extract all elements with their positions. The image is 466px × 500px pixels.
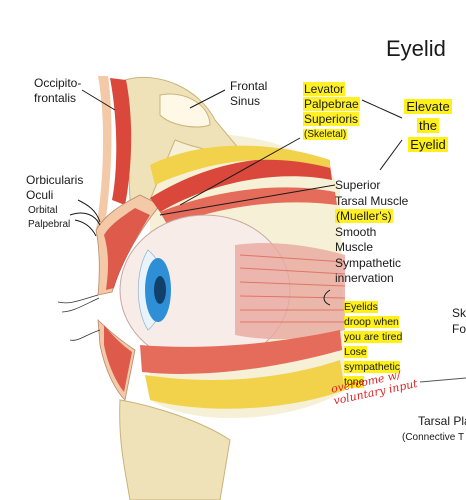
levator-muscle xyxy=(150,158,332,212)
pupil xyxy=(154,276,166,304)
label-connective-tissue: (Connective T xyxy=(402,432,465,443)
orbicularis-lower xyxy=(104,325,132,392)
upper-fat xyxy=(150,145,330,185)
label-superior-tarsal-muscle: Superior Tarsal Muscle (Mueller's) Smoot… xyxy=(335,178,409,285)
inferior-muscles xyxy=(140,330,342,374)
leader-occipitofrontalis xyxy=(81,89,116,111)
label-tarsal-plate: Tarsal Pla xyxy=(418,414,466,428)
label-palpebral: Palpebral xyxy=(28,219,71,230)
label-levator-palpebrae: Levator Palpebrae Superioris (Skeletal) xyxy=(303,82,360,140)
bracket-droop xyxy=(323,289,331,306)
orbicularis-upper xyxy=(104,208,150,290)
label-orbital: Orbital xyxy=(28,205,58,216)
arrow-palpebral xyxy=(69,212,101,226)
label-occipitofrontalis: Occipito- frontalis xyxy=(34,76,82,105)
page-title: Eyelid xyxy=(386,36,446,61)
label-elevate-eyelid: Elevate the Eyelid xyxy=(404,99,452,152)
label-eyelids-droop: Eyelids droop when you are tired Lose sy… xyxy=(344,301,403,388)
arrow-to-elevate xyxy=(361,99,403,119)
lateral-muscle-stripes xyxy=(235,243,345,340)
leader-orbicularis xyxy=(77,199,101,223)
label-orbicularis-oculi: Orbicularis Oculi xyxy=(26,173,84,202)
label-frontal-sinus: Frontal Sinus xyxy=(230,79,268,108)
leader-palpebral xyxy=(74,219,97,237)
eyelashes xyxy=(57,294,101,341)
arrow-elevate-down xyxy=(379,139,403,171)
lower-fat xyxy=(145,360,345,409)
label-cut-right-1: Sk xyxy=(452,306,466,320)
handwriting-underline xyxy=(419,377,466,383)
label-cut-right-2: Fo xyxy=(452,322,466,336)
leader-superior-tarsal xyxy=(159,184,336,216)
superior-rectus xyxy=(160,187,337,226)
maxilla-bone xyxy=(119,399,231,500)
leader-frontal-sinus xyxy=(189,89,226,109)
leader-levator xyxy=(179,137,301,206)
frontal-sinus xyxy=(159,93,211,128)
forehead-skin xyxy=(96,76,112,232)
occipitofrontalis-muscle xyxy=(110,78,132,205)
